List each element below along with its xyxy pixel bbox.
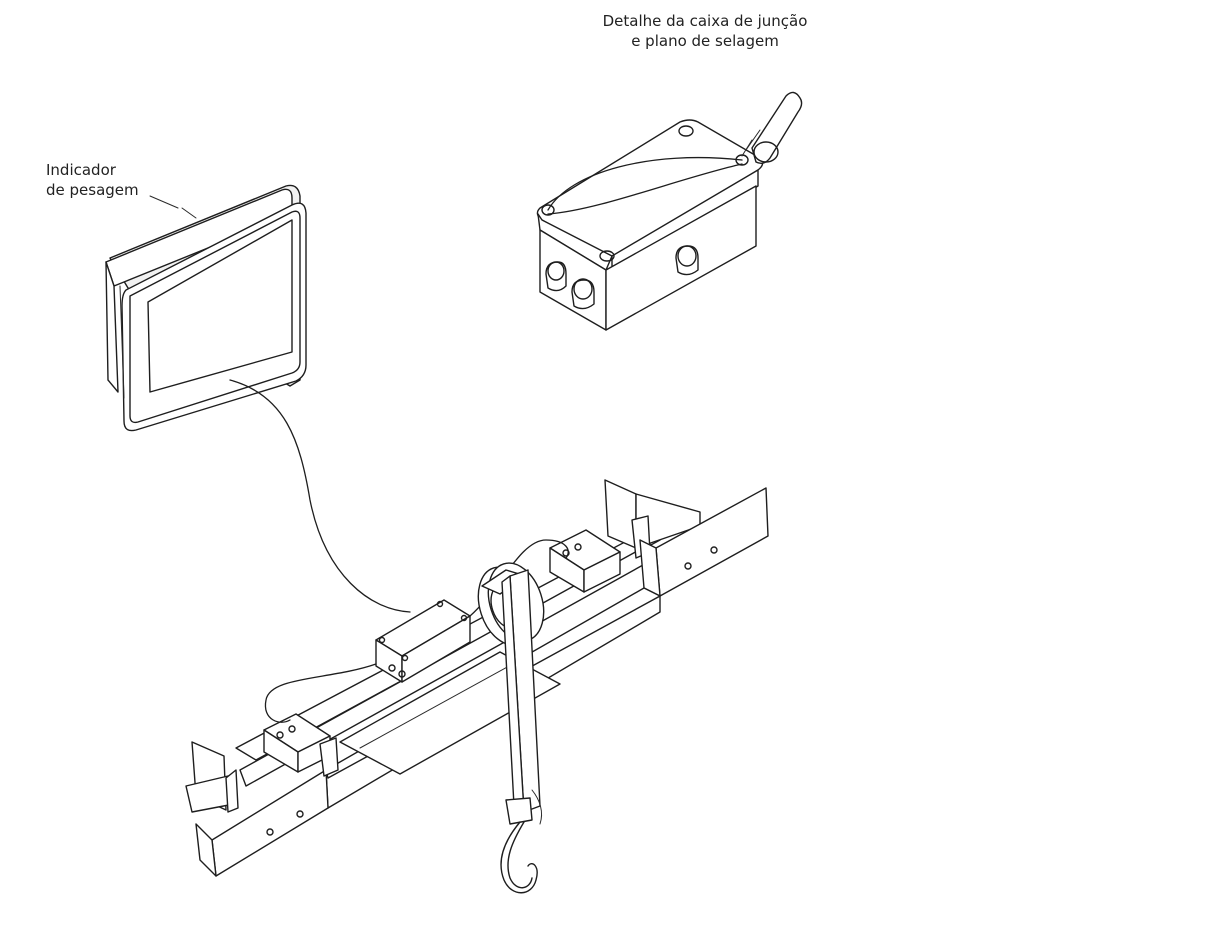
indicator-leader-line (149, 195, 179, 209)
indicator-caption-line1: Indicador (46, 161, 116, 179)
indicator-cable (229, 379, 411, 613)
indicator-caption: Indicador de pesagem (46, 160, 139, 200)
junction-box-detail-icon (536, 91, 803, 331)
cable-gland-2 (571, 278, 595, 310)
junction-detail-caption-line1: Detalhe da caixa de junção (602, 12, 808, 30)
cable-gland-1 (545, 261, 567, 292)
cable-gland-3 (675, 245, 699, 276)
scale-rail-icon (185, 479, 769, 894)
junction-detail-caption-line2: e plano de selagem (631, 32, 779, 50)
indicator-caption-line2: de pesagem (46, 181, 139, 199)
junction-detail-caption: Detalhe da caixa de junção e plano de se… (580, 11, 830, 51)
weighing-indicator-icon (105, 184, 307, 432)
lead-seal-icon (741, 91, 803, 165)
hook-icon (500, 789, 543, 894)
